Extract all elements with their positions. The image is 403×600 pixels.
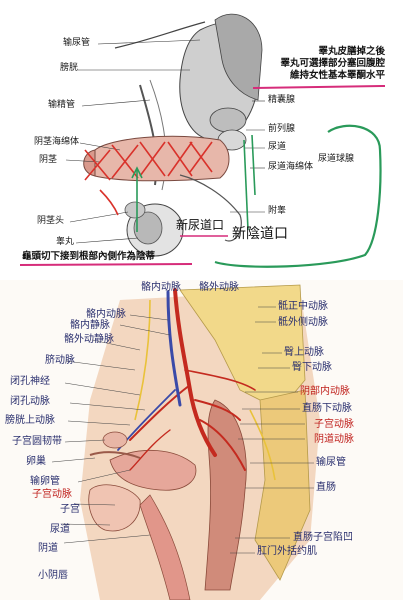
label-left-6: 闭孔动脉	[10, 396, 50, 407]
label-spongiosum: 尿道海绵体	[268, 162, 314, 172]
label-left-3: 骼外动静脉	[64, 334, 114, 345]
label-seminal-vesicle: 精囊腺	[268, 95, 296, 105]
label-left-10: 输卵管	[30, 476, 60, 487]
label-right-12: 肛门外括约肌	[257, 546, 317, 557]
new-urethral-opening-label: 新尿道口	[176, 218, 225, 232]
label-urethra: 尿道	[268, 142, 287, 152]
female-pelvis-panel: 骼内动脉 骼外动脉 骼内动脉 骼内静脉 骼外动静脉 脐动脉 闭孔神经 闭孔动脉 …	[0, 280, 403, 600]
female-pelvis-drawing	[51, 284, 320, 600]
label-left-7: 膀胱上动脉	[5, 415, 55, 426]
new-vaginal-opening-label: 新陰道口	[232, 226, 288, 242]
label-right-6: 直肠下动脉	[302, 403, 352, 414]
label-left-14: 阴道	[38, 543, 58, 554]
label-external-iliac-artery-top: 骼外动脉	[199, 282, 239, 293]
label-epididymis: 附睾	[268, 206, 287, 216]
label-left-9: 卵巢	[26, 456, 46, 467]
label-right-8: 阴道动脉	[314, 434, 354, 445]
label-left-12: 子宫	[60, 504, 80, 515]
label-left-4: 脐动脉	[45, 355, 75, 366]
label-right-9: 输尿管	[316, 457, 346, 468]
label-glans: 阴茎头	[37, 216, 65, 226]
label-left-15: 小阴唇	[38, 570, 68, 581]
label-right-3: 臀上动脉	[284, 347, 324, 358]
surgery-note-line-3: 維持女性基本睪酮水平	[289, 69, 385, 81]
label-penis: 阴茎	[39, 155, 58, 165]
label-left-13: 尿道	[50, 524, 70, 535]
label-testis: 睾丸	[56, 237, 75, 247]
label-right-2: 骶外侧动脉	[278, 317, 328, 328]
label-left-11: 子宫动脉	[32, 489, 72, 500]
label-right-4: 臀下动脉	[292, 362, 332, 373]
label-bladder: 膀胱	[60, 63, 79, 73]
label-right-7: 子宫动脉	[314, 419, 354, 430]
male-anatomy-panel: 输尿管 膀胱 输精管 阴茎海绵体 阴茎 阴茎头 睾丸 精囊腺 前列腺 尿道 尿道…	[0, 0, 403, 280]
label-left-5: 闭孔神经	[10, 376, 50, 387]
label-left-8: 子宫圆韧带	[12, 436, 62, 447]
label-right-5: 阴部内动脉	[300, 386, 350, 397]
label-bulbourethral: 尿道球腺	[318, 154, 355, 164]
label-right-1: 骶正中动脉	[278, 301, 328, 312]
label-vas-deferens: 输尿管	[63, 38, 91, 48]
label-ejaculatory-duct: 输精管	[48, 100, 76, 110]
surgery-note: 睪丸皮膳掉之後 睪丸可選擇部分塞回腹腔 維持女性基本睪酮水平	[280, 46, 385, 82]
label-right-11: 直肠子宫陷凹	[293, 532, 353, 543]
label-corpus-cavernosum: 阴茎海绵体	[34, 137, 80, 147]
surgery-note-line-1: 睪丸皮膳掉之後	[318, 46, 385, 57]
label-internal-iliac-artery-top: 骼内动脉	[141, 282, 181, 293]
glans-note: 龜頭切下接到根部內側作為陰蒂	[22, 251, 156, 262]
label-left-2: 骼内静脉	[70, 320, 110, 331]
label-right-10: 直肠	[316, 482, 336, 493]
label-prostate: 前列腺	[268, 124, 296, 134]
label-left-1: 骼内动脉	[86, 309, 126, 320]
surgery-note-line-2: 睪丸可選擇部分塞回腹腔	[280, 57, 385, 69]
male-anatomy-drawing	[19, 13, 386, 268]
